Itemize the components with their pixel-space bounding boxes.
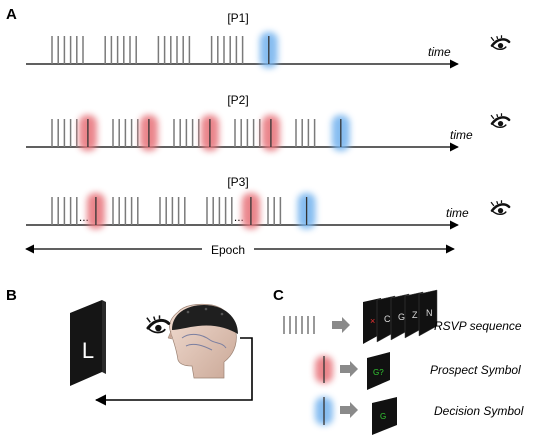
svg-text:N: N	[426, 308, 433, 318]
monitor-icon	[70, 300, 106, 386]
head-icon	[167, 303, 238, 379]
period-label: [P2]	[227, 93, 248, 107]
epoch-label: Epoch	[211, 243, 245, 257]
decision-screen: G	[372, 397, 397, 435]
prospect-screen: G?	[367, 352, 390, 390]
ellipsis: ...	[79, 210, 89, 224]
svg-text:G: G	[398, 312, 405, 322]
eye-icon	[490, 200, 511, 216]
legend-rsvp-bars	[283, 316, 315, 334]
legend-rsvp-label: RSVP sequence	[434, 319, 522, 333]
legend-prospect-label: Prospect Symbol	[430, 363, 521, 377]
feedback-arrow	[94, 337, 253, 406]
time-axis-label: time	[446, 206, 469, 220]
legend-blue-bar	[315, 397, 333, 425]
legend-red-bar	[315, 356, 333, 383]
time-axis-label: time	[450, 128, 473, 142]
eye-icon	[146, 315, 171, 334]
svg-text:×: ×	[370, 316, 375, 326]
period-label: [P1]	[227, 11, 248, 25]
period-label: [P3]	[227, 175, 248, 189]
arrow-icon	[340, 361, 358, 377]
panel-label-c: C	[273, 287, 284, 304]
timelines: [P1] time [P2] time [P3] time......	[26, 11, 511, 230]
time-axis-label: time	[428, 45, 451, 59]
arrow-icon	[332, 317, 350, 333]
ellipsis: ...	[234, 210, 244, 224]
svg-text:G: G	[380, 412, 386, 421]
panel-label-a: A	[6, 6, 17, 23]
legend-decision-label: Decision Symbol	[434, 404, 524, 418]
svg-text:Z: Z	[412, 310, 418, 320]
svg-text:G?: G?	[373, 368, 384, 377]
eye-icon	[490, 113, 511, 129]
arrow-icon	[340, 402, 358, 418]
rsvp-screens: × C G Z N	[363, 289, 438, 344]
panel-label-b: B	[6, 287, 17, 304]
svg-text:C: C	[384, 314, 391, 324]
stimulus-letter: L	[82, 338, 94, 363]
eye-icon	[490, 35, 511, 51]
